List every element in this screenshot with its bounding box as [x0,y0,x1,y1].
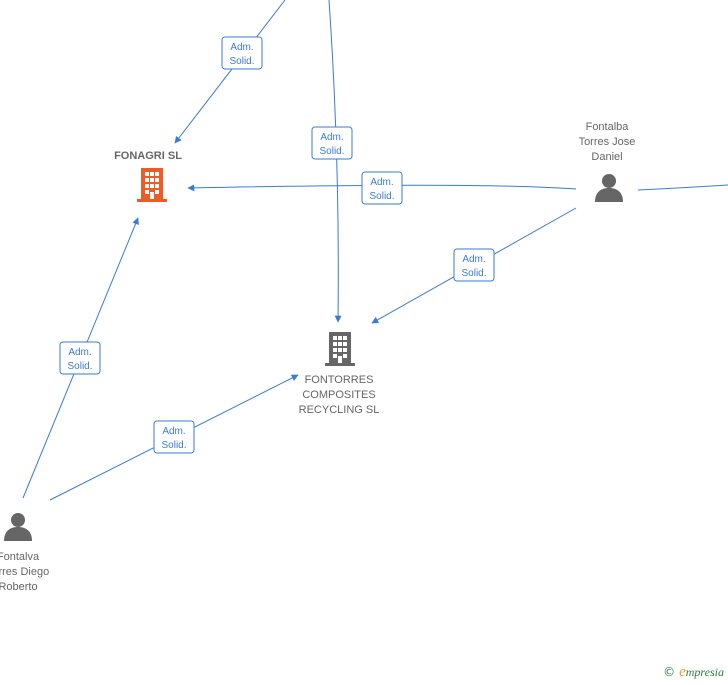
edge-label-e3[interactable]: Adm. Solid. [361,171,403,205]
node-fontorres[interactable]: FONTORRES COMPOSITES RECYCLING SL [299,332,380,416]
edge-label-line: Adm. [68,347,91,358]
edge-label-line: Solid. [319,146,344,157]
node-label-line: Torres Diego [0,566,49,578]
node-label-line: Daniel [591,151,622,163]
brand-name: mpresia [685,665,724,679]
edge-label-line: Solid. [369,191,394,202]
node-label-line: RECYCLING SL [299,404,380,416]
node-label: Fontalba Torres Jose Daniel [579,121,636,163]
edge-label-e1[interactable]: Adm. Solid. [221,36,263,70]
person-icon [595,174,623,202]
edge-label-line: Solid. [161,440,186,451]
node-label: Fontalva Torres Diego Roberto [0,551,49,593]
edges [22,0,728,501]
node-label-line: Torres Jose [579,136,636,148]
node-label-line: FONTORRES [305,374,374,386]
edge-offscreen-to-fontorres[interactable] [328,0,342,323]
edge-label-line: Solid. [67,361,92,372]
node-label-line: Fontalba [586,121,630,133]
edge-label-e2[interactable]: Adm. Solid. [311,126,353,160]
edge-label-line: Solid. [461,268,486,279]
edge-label-line: Adm. [320,132,343,143]
node-label-line: FONAGRI SL [114,150,182,162]
edge-label-line: Adm. [230,42,253,53]
edge-label-e5[interactable]: Adm. Solid. [59,341,101,375]
edge-label-e4[interactable]: Adm. Solid. [453,248,495,282]
edge-label-e6[interactable]: Adm. Solid. [153,420,195,454]
edge-label-line: Solid. [229,56,254,67]
node-fontalba[interactable]: Fontalba Torres Jose Daniel [579,121,636,202]
edge-label-line: Adm. [162,426,185,437]
edge-label-line: Adm. [370,177,393,188]
building-icon [325,332,355,366]
node-label-line: Fontalva [0,551,40,563]
copyright-icon: © [663,665,676,679]
edge-offscreen-to-fontalba[interactable] [637,184,728,191]
edge-label-line: Adm. [462,254,485,265]
node-label: FONAGRI SL [114,150,182,162]
node-label-line: Roberto [0,581,38,593]
node-label: FONTORRES COMPOSITES RECYCLING SL [299,374,380,416]
node-label-line: COMPOSITES [302,389,375,401]
node-fonagri[interactable]: FONAGRI SL [114,150,182,202]
brand-initial: e [679,664,686,680]
edge-fontalba-to-fonagri[interactable] [187,184,577,192]
building-icon [137,168,167,202]
brand-watermark: ©empresia [663,664,724,681]
node-fontalva[interactable]: Fontalva Torres Diego Roberto [0,513,49,593]
edge-offscreen-to-fonagri[interactable] [174,0,286,144]
person-icon [4,513,32,541]
